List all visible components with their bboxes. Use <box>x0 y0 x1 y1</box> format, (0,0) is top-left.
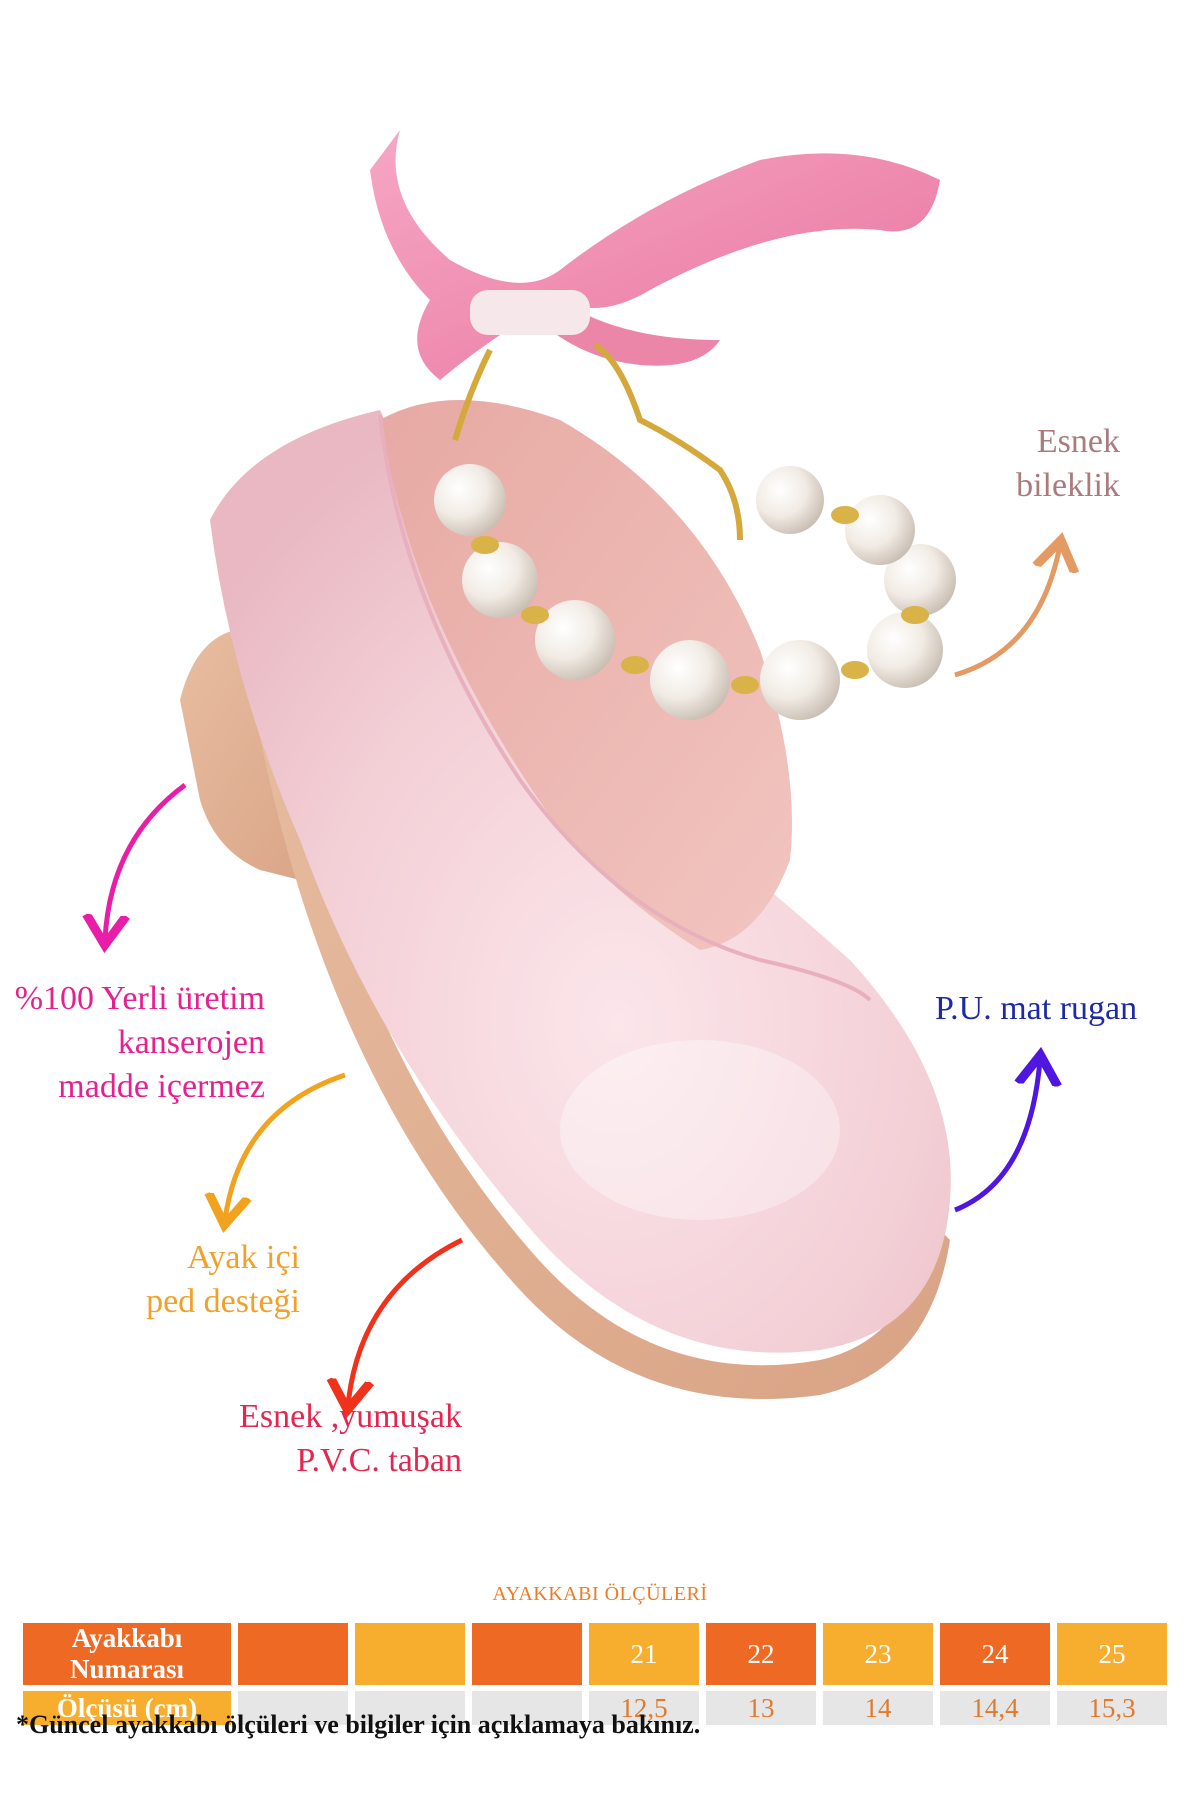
size-cell: 23 <box>823 1623 933 1685</box>
size-row-header: Ayakkabı Numarası <box>23 1623 231 1685</box>
size-cell <box>238 1623 348 1685</box>
size-cell: 22 <box>706 1623 816 1685</box>
size-cell: 21 <box>589 1623 699 1685</box>
footnote: *Güncel ayakkabı ölçüleri ve bilgiler iç… <box>16 1710 701 1739</box>
length-cell: 14 <box>823 1691 933 1725</box>
callout-domestic-line1: %100 Yerli üretim <box>14 980 265 1017</box>
length-cell: 13 <box>706 1691 816 1725</box>
callout-leather: P.U. mat rugan <box>935 987 1175 1031</box>
length-row: Ölçüsü (cm) 12,5 13 14 14,4 15,3 <box>23 1691 1167 1725</box>
arrow-bracelet <box>954 545 1060 678</box>
callout-leather-line1: P.U. mat rugan <box>935 990 1138 1027</box>
callout-bracelet-line2: bileklik <box>1016 467 1120 504</box>
shoe-upper <box>210 410 951 1353</box>
callout-insole-line2: ped desteği <box>146 1283 300 1320</box>
size-cell: 24 <box>940 1623 1050 1685</box>
size-row: Ayakkabı Numarası 21 22 23 24 25 <box>23 1623 1167 1685</box>
callout-bracelet: Esnek bileklik <box>960 420 1120 508</box>
length-row-header: Ölçüsü (cm) <box>23 1691 231 1725</box>
size-table-title: AYAKKABI ÖLÇÜLERİ <box>492 1583 708 1605</box>
callout-domestic-line2: kanserojen <box>117 1024 265 1061</box>
size-cell <box>472 1623 582 1685</box>
arrow-domestic <box>105 782 187 940</box>
arrow-insole <box>225 1072 346 1220</box>
callout-insole: Ayak içi ped desteği <box>100 1236 300 1324</box>
arrow-sole <box>348 1237 464 1405</box>
callout-arrows <box>0 0 1200 1560</box>
length-cell <box>355 1691 465 1725</box>
length-cell: 15,3 <box>1057 1691 1167 1725</box>
callout-sole: Esnek ,yumuşak P.V.C. taban <box>200 1395 462 1483</box>
callout-domestic-line3: madde içermez <box>58 1068 265 1105</box>
pearl-bracelet <box>434 464 956 720</box>
callout-domestic: %100 Yerli üretim kanserojen madde içerm… <box>10 977 265 1109</box>
callout-sole-line1: Esnek ,yumuşak <box>239 1398 462 1435</box>
length-cell <box>238 1691 348 1725</box>
length-cell: 14,4 <box>940 1691 1050 1725</box>
callout-sole-line2: P.V.C. taban <box>296 1442 462 1479</box>
length-cell <box>472 1691 582 1725</box>
size-cell <box>355 1623 465 1685</box>
shoe-product-image <box>180 130 956 1400</box>
callout-bracelet-line1: Esnek <box>1036 423 1120 460</box>
size-cell: 25 <box>1057 1623 1167 1685</box>
arrow-leather <box>954 1060 1040 1213</box>
size-table: Ayakkabı Numarası 21 22 23 24 25 Ölçüsü … <box>16 1617 1174 1731</box>
callout-insole-line1: Ayak içi <box>186 1239 300 1276</box>
length-cell: 12,5 <box>589 1691 699 1725</box>
